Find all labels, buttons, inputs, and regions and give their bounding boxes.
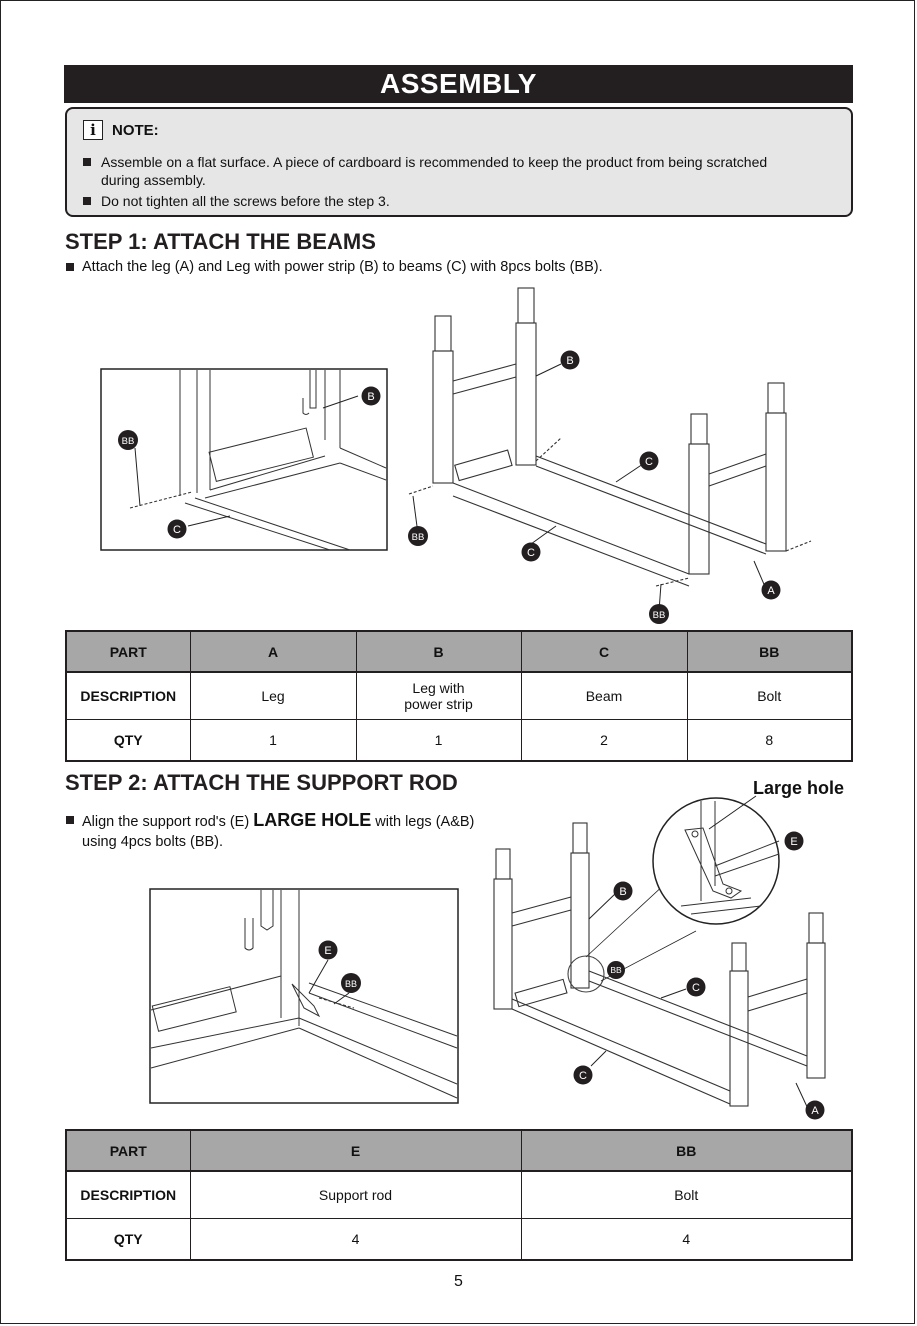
note-item-text: Do not tighten all the screws before the… — [101, 193, 390, 209]
table-cell-qty: 4 — [189, 1217, 522, 1261]
table-cell-description: Leg with power strip — [355, 671, 522, 720]
step2-instruction-text: Align the support rod's (E) LARGE HOLE w… — [82, 810, 491, 852]
square-bullet-icon — [66, 263, 74, 271]
step1-instruction: Attach the leg (A) and Leg with power st… — [66, 257, 766, 277]
table-cell-description: Leg — [189, 671, 357, 720]
large-hole-label: Large hole — [753, 778, 845, 798]
step1-title: STEP 1: ATTACH THE BEAMS — [65, 229, 376, 254]
table-cell-part: B — [355, 630, 522, 673]
info-icon: i — [83, 120, 103, 140]
table-cell-description: Support rod — [189, 1170, 522, 1219]
note-box: i NOTE: Assemble on a flat surface. A pi… — [65, 107, 853, 217]
note-item: Do not tighten all the screws before the… — [83, 192, 783, 210]
table-header-row: PART A B C BB — [65, 630, 853, 673]
table-cell-qty: 1 — [189, 718, 357, 762]
step2-parts-table: PART E BB DESCRIPTION Support rod Bolt Q… — [65, 1129, 853, 1261]
table-row-qty: QTY 4 4 — [65, 1217, 853, 1261]
table-header-row: PART E BB — [65, 1129, 853, 1172]
table-row-description: DESCRIPTION Leg Leg with power strip Bea… — [65, 671, 853, 720]
step2-magnified-view — [652, 797, 780, 925]
page-number: 5 — [454, 1273, 463, 1290]
table-row-label: DESCRIPTION — [65, 1170, 191, 1219]
section-banner: ASSEMBLY — [64, 65, 853, 103]
note-item: Assemble on a flat surface. A piece of c… — [83, 153, 783, 189]
table-row-label: DESCRIPTION — [65, 671, 191, 720]
step2-text-before: Align the support rod's (E) — [82, 814, 254, 830]
table-cell-qty: 8 — [686, 718, 853, 762]
square-bullet-icon — [83, 158, 91, 166]
table-cell-description: Bolt — [686, 671, 853, 720]
table-row-label: PART — [65, 630, 191, 673]
table-cell-part: BB — [520, 1129, 853, 1172]
note-header: i NOTE: — [83, 120, 159, 140]
step2-text-after: with legs (A&B) using 4pcs bolts (BB). — [82, 814, 475, 850]
step2-detail-illustration — [149, 888, 459, 1104]
step2-main-illustration — [493, 822, 826, 1111]
table-cell-qty: 1 — [355, 718, 522, 762]
table-cell-part: C — [520, 630, 688, 673]
table-cell-part: E — [189, 1129, 522, 1172]
square-bullet-icon — [83, 197, 91, 205]
table-row-label: QTY — [65, 718, 191, 762]
square-bullet-icon — [66, 816, 74, 824]
table-cell-qty: 2 — [520, 718, 688, 762]
table-cell-qty: 4 — [520, 1217, 853, 1261]
step1-detail-illustration — [100, 368, 388, 551]
table-cell-description: Beam — [520, 671, 688, 720]
step2-text-emphasis: LARGE HOLE — [253, 810, 372, 830]
table-row-label: QTY — [65, 1217, 191, 1261]
table-cell-part: BB — [686, 630, 853, 673]
note-item-text: Assemble on a flat surface. A piece of c… — [101, 154, 768, 188]
table-cell-description: Bolt — [520, 1170, 853, 1219]
table-row-qty: QTY 1 1 2 8 — [65, 718, 853, 762]
step2-instruction: Align the support rod's (E) LARGE HOLE w… — [66, 810, 491, 852]
table-row-description: DESCRIPTION Support rod Bolt — [65, 1170, 853, 1219]
step1-instruction-text: Attach the leg (A) and Leg with power st… — [82, 259, 603, 275]
step1-parts-table: PART A B C BB DESCRIPTION Leg Leg with p… — [65, 630, 853, 762]
table-row-label: PART — [65, 1129, 191, 1172]
step1-main-illustration — [408, 287, 812, 612]
table-cell-part: A — [189, 630, 357, 673]
step2-title: STEP 2: ATTACH THE SUPPORT ROD — [65, 770, 458, 795]
note-title: NOTE: — [112, 121, 159, 139]
